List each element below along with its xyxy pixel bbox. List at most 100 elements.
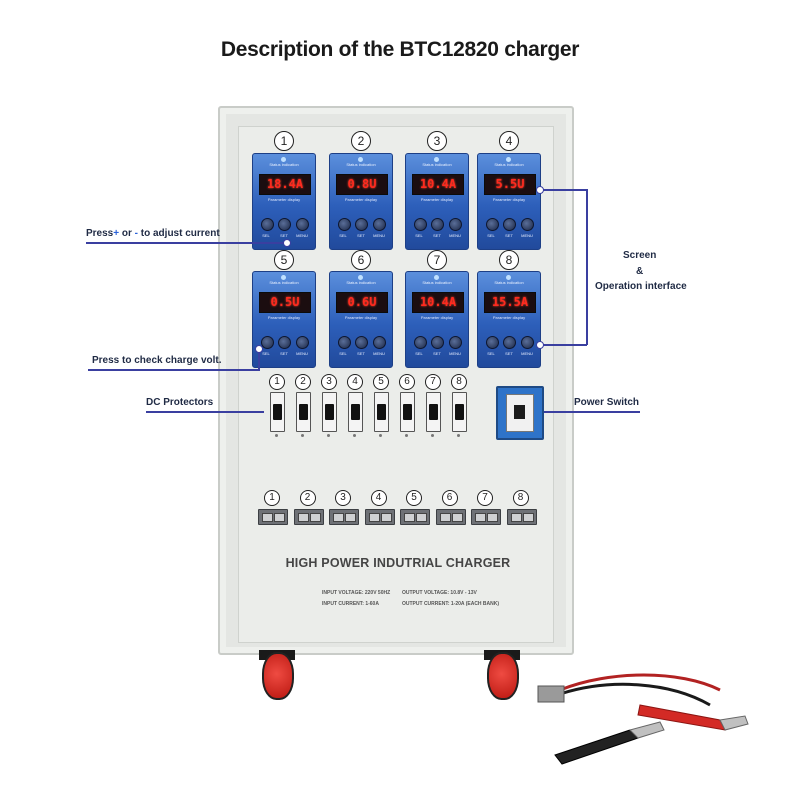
set-button[interactable]: [355, 218, 368, 231]
lcd-display: 0.8U: [336, 174, 388, 195]
dc-protector-breaker[interactable]: [452, 392, 467, 432]
callout-vline-screen: [586, 189, 588, 345]
connector-pin: [333, 513, 344, 522]
dc-protector-breaker[interactable]: [322, 392, 337, 432]
set-button[interactable]: [278, 336, 291, 349]
sel-label: SEL: [339, 233, 347, 238]
status-indication-label: Status indication: [494, 162, 524, 167]
status-indicator-icon: [434, 157, 439, 162]
set-button[interactable]: [503, 336, 516, 349]
dc-output-connector[interactable]: [506, 509, 537, 525]
status-indication-label: Status indication: [422, 162, 452, 167]
status-indicator-icon: [434, 275, 439, 280]
menu-button[interactable]: [373, 336, 386, 349]
screw: [353, 434, 356, 437]
connector-number: 7: [477, 490, 493, 506]
breaker-toggle[interactable]: [429, 404, 438, 420]
connector-pin: [487, 513, 498, 522]
sel-button[interactable]: [261, 336, 274, 349]
menu-button[interactable]: [521, 336, 534, 349]
breaker-toggle[interactable]: [351, 404, 360, 420]
breaker-toggle[interactable]: [273, 404, 282, 420]
set-label: SET: [433, 351, 441, 356]
dc-output-connector[interactable]: [400, 509, 430, 525]
dc-protector-breaker[interactable]: [400, 392, 415, 432]
menu-button[interactable]: [373, 218, 386, 231]
connector-pin: [475, 513, 486, 522]
dc-output-connector[interactable]: [364, 509, 395, 525]
callout-dot-adjust: [283, 239, 291, 247]
module-number: 5: [274, 250, 294, 270]
set-label: SET: [357, 233, 365, 238]
power-switch-lever[interactable]: [514, 405, 525, 419]
menu-label: MENU: [521, 233, 533, 238]
menu-button[interactable]: [449, 336, 462, 349]
callout-line-power: [540, 411, 640, 413]
sel-button[interactable]: [486, 218, 499, 231]
menu-label: MENU: [373, 233, 385, 238]
dc-output-connector[interactable]: [471, 509, 501, 525]
menu-button[interactable]: [296, 336, 309, 349]
sel-label: SEL: [262, 233, 270, 238]
parameter-display-label: Parameter display: [267, 315, 301, 320]
sel-label: SEL: [487, 351, 495, 356]
breaker-toggle[interactable]: [299, 404, 308, 420]
status-indication-label: Status indication: [346, 280, 376, 285]
connector-pin: [510, 513, 522, 522]
set-button[interactable]: [431, 218, 444, 231]
breaker-toggle[interactable]: [377, 404, 386, 420]
power-switch[interactable]: [496, 386, 544, 440]
sel-button[interactable]: [414, 218, 427, 231]
breaker-toggle[interactable]: [455, 404, 464, 420]
dc-output-connector[interactable]: [329, 509, 359, 525]
sel-button[interactable]: [338, 218, 351, 231]
dc-protector-breaker[interactable]: [374, 392, 389, 432]
dc-protector-breaker[interactable]: [348, 392, 363, 432]
cable-red: [559, 673, 721, 692]
sel-button[interactable]: [414, 336, 427, 349]
menu-button[interactable]: [296, 218, 309, 231]
dc-protector-breaker[interactable]: [426, 392, 441, 432]
menu-button[interactable]: [449, 218, 462, 231]
breaker-toggle[interactable]: [403, 404, 412, 420]
screw: [275, 434, 278, 437]
dc-protector-breaker[interactable]: [296, 392, 311, 432]
breaker-toggle[interactable]: [325, 404, 334, 420]
status-indicator-icon: [358, 275, 363, 280]
sel-button[interactable]: [486, 336, 499, 349]
dc-protector-breaker[interactable]: [270, 392, 285, 432]
connector-number: 1: [264, 490, 280, 506]
sel-label: SEL: [487, 233, 495, 238]
power-switch-body: [506, 394, 534, 432]
sel-button[interactable]: [261, 218, 274, 231]
set-button[interactable]: [431, 336, 444, 349]
sel-label: SEL: [339, 351, 347, 356]
dc-output-connector[interactable]: [435, 509, 466, 525]
set-button[interactable]: [278, 218, 291, 231]
lcd-display: 5.5U: [484, 174, 536, 195]
connector-pin: [439, 513, 451, 522]
screw: [327, 434, 330, 437]
dc-output-connector[interactable]: [258, 509, 288, 525]
clamp-black: [554, 729, 639, 765]
status-indication-label: Status indication: [346, 162, 376, 167]
menu-button[interactable]: [521, 218, 534, 231]
callout-check-volt: Press to check charge volt.: [92, 355, 222, 366]
connector-pin: [522, 513, 534, 522]
dc-output-connector[interactable]: [293, 509, 324, 525]
parameter-display-label: Parameter display: [420, 197, 454, 202]
wheel-right: [487, 652, 519, 700]
sel-label: SEL: [415, 351, 423, 356]
set-button[interactable]: [503, 218, 516, 231]
breaker-number: 1: [269, 374, 285, 390]
sel-button[interactable]: [338, 336, 351, 349]
callout-adjust-current: Press+ or - to adjust current: [86, 228, 220, 239]
callout-operation-interface: Operation interface: [595, 281, 687, 292]
connector-pin: [309, 513, 321, 522]
set-button[interactable]: [355, 336, 368, 349]
callout-dot-screen-bottom: [536, 341, 544, 349]
charging-cable-clamps: [537, 673, 749, 765]
